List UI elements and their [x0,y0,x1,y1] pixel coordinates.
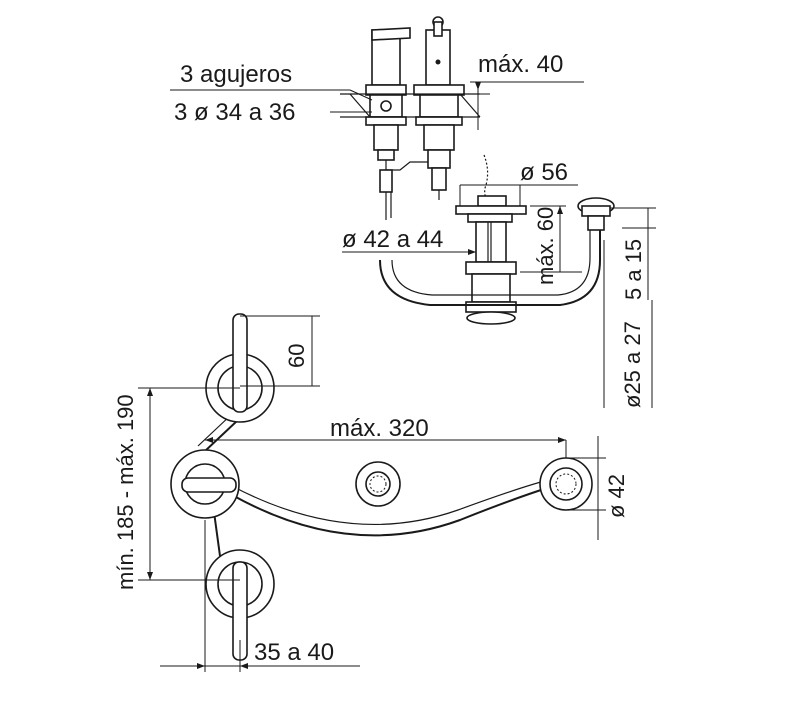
diam-56-label: ø 56 [520,159,568,186]
diam-25-27-label: ø25 a 27 [620,321,645,408]
height-60-dimension: 60 [240,315,320,387]
holes-annotation: 3 agujeros 3 ø 34 a 36 [170,61,373,126]
center-range-dimension: mín. 185 - máx. 190 [113,387,240,590]
max-320-label: máx. 320 [330,415,429,442]
diam-42-44-label: ø 42 a 44 [342,226,443,253]
diam-42-label: ø 42 [604,474,629,518]
diam-56-dimension: ø 56 [459,159,578,206]
max-60-side-label: máx. 60 [533,207,558,285]
holes-diameter-label: 3 ø 34 a 36 [174,99,295,126]
plan-view [170,313,593,661]
diam-25-27-dimension: ø25 a 27 [603,240,653,408]
holes-count-label: 3 agujeros [180,61,292,88]
max-60-side-dimension: máx. 60 [520,205,582,285]
range-5-15-label: 5 a 15 [621,239,646,300]
tap-side-view [340,16,481,220]
max-320-dimension: máx. 320 [205,415,567,458]
center-range-label: mín. 185 - máx. 190 [113,394,138,590]
max-40-label: máx. 40 [478,51,563,78]
drain-side-view [379,154,615,325]
diam-42-dimension: ø 42 [566,436,629,540]
height-60-label: 60 [284,344,309,368]
range-5-15-dimension: 5 a 15 [610,207,656,300]
max-40-dimension: máx. 40 [470,51,584,130]
range-35-40-dimension: 35 a 40 [160,520,360,672]
diam-42-44-dimension: ø 42 a 44 [342,226,476,255]
range-35-40-label: 35 a 40 [254,639,334,666]
